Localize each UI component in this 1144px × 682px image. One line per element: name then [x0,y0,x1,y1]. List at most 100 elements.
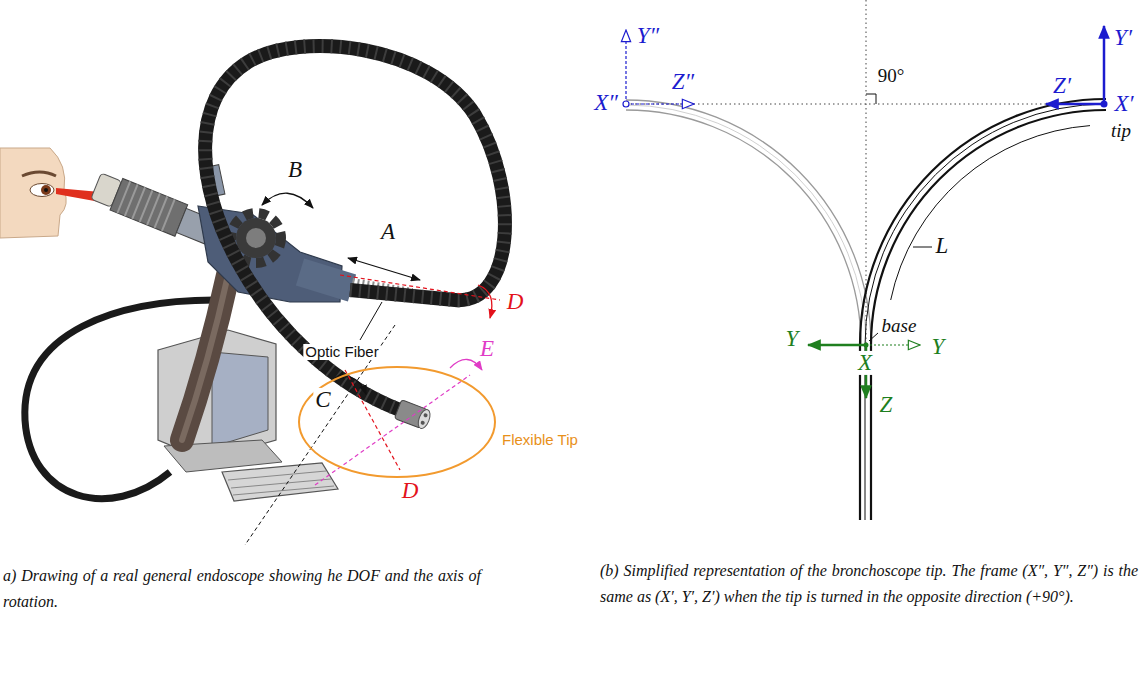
handle [182,275,228,440]
axis-name: Z [878,393,895,417]
axis-name: Y [784,327,801,351]
angle-value: 90° [876,66,907,86]
bronchoscope-tube [860,99,1106,520]
computer [222,463,338,501]
axis-letter: D [505,290,526,314]
axis-name: Z″ [670,70,696,94]
dof-letter: A [379,220,397,244]
figure-caption: (b) Simplified representation of the bro… [600,558,1138,610]
axis-name: X″ [592,91,620,115]
length-name: L [934,234,951,258]
axis-name: Y [930,335,947,359]
point-name: base [880,316,919,336]
base-frame [808,344,866,347]
axis-name: X′ [1112,92,1135,116]
handle [182,275,228,440]
axis-name: Z″ [670,70,696,94]
axis-letter: E [478,337,496,361]
angle-value: 90° [876,66,907,86]
reference-line [866,94,876,104]
axis-name: Y′ [1112,26,1134,50]
dof-letter: B [286,158,304,182]
axis-name: Z [878,393,895,417]
eyepiece [117,181,174,231]
insertion-tube [300,272,352,288]
tip-frame [1101,101,1108,108]
axis-name: X [856,351,874,375]
turned-tip-frame [625,30,626,104]
turned-tube [626,105,866,345]
bronchoscope-tube [871,110,1106,520]
reference-line [626,104,1104,105]
figure-caption: (b) Simplified representation of the bro… [600,558,1138,610]
tip-frame [1103,26,1106,104]
rotation-axis [245,325,395,545]
dof-arrow [262,193,313,208]
leader-line [360,302,382,340]
region-outline [299,367,495,477]
tip-head [420,420,425,425]
axis-name: X [856,351,874,375]
axis-name: Y″ [635,24,661,48]
axis-name: Y [930,335,947,359]
dof-arrow [262,193,420,394]
control-body [246,228,266,248]
region-outline [298,366,584,478]
point-name: base [880,316,919,336]
insertion-tube [205,46,505,410]
axis-name: Z′ [1051,74,1073,98]
dof-letter: C [313,388,332,412]
tip-head [423,413,428,418]
rotation-axis [345,370,400,470]
axis-name: X″ [592,91,620,115]
axis-name: Y′ [1112,26,1134,50]
observer-face [44,188,48,192]
figure-caption: a) Drawing of a real general endoscope s… [3,563,481,615]
eyepiece [90,170,216,247]
turned-tip-frame [623,101,629,107]
length-name: L [934,234,951,258]
axis-name: X′ [1112,92,1135,116]
part-name: Optic Fiber [303,343,380,361]
observer-face [41,185,51,195]
figure-caption: a) Drawing of a real general endoscope s… [3,563,481,615]
axis-letter: D [400,479,421,503]
length-arc [913,247,932,248]
computer [212,352,268,447]
base-frame [869,333,878,341]
axis-name: Y″ [635,24,661,48]
dof-letter: A [379,220,397,244]
base-frame [864,343,869,348]
rotation-axis [245,275,500,545]
point-name: tip [1109,121,1133,141]
axis-letter: D [400,479,421,503]
observer-face [30,184,54,197]
handle [182,275,228,440]
axis-letter: D [505,290,526,314]
dof-letter: C [313,388,332,412]
observer-face [22,172,56,176]
control-body [236,218,276,258]
point-name: tip [1109,121,1133,141]
dof-letter: B [286,158,304,182]
base-frame [808,333,920,398]
turned-tube [626,100,871,345]
axis-letter: E [478,337,496,361]
axis-name: Y [784,327,801,351]
axis-name: Z′ [1051,74,1073,98]
bronchoscope-tube [860,99,1106,520]
insertion-tube [205,46,505,410]
base-frame [866,344,920,345]
region-label: Flexible Tip [502,431,578,449]
rotation-axis [340,275,500,300]
turned-tip-frame [626,103,694,104]
part-name: Optic Fiber [303,344,380,360]
tip-frame [1046,26,1108,108]
rotation-axis [478,285,492,318]
leader-line [360,302,382,340]
turned-tube [626,100,871,345]
bronchoscope-tube [865,104,1106,520]
length-arc [891,126,1090,300]
